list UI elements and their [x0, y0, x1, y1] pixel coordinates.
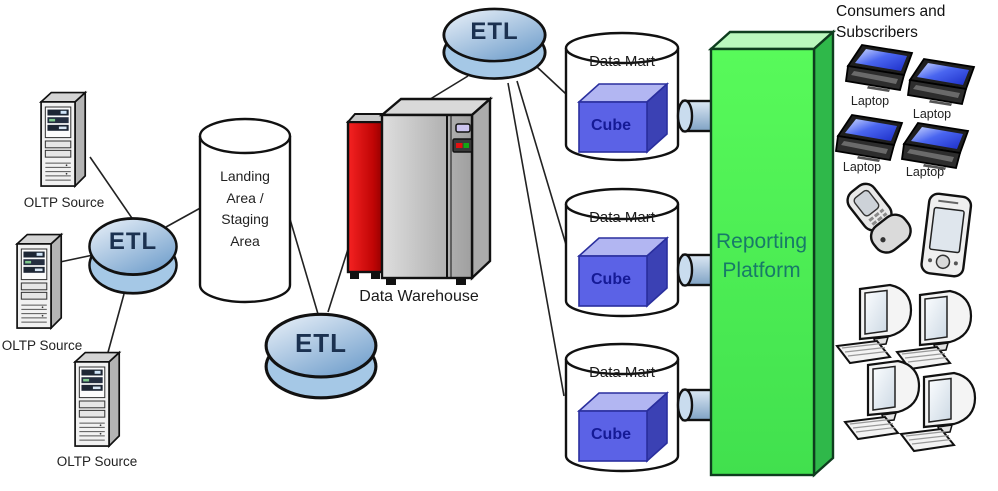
oltp-server-icon	[40, 91, 87, 187]
oltp-source-label: OLTP Source	[23, 195, 105, 210]
oltp-server-icon	[16, 233, 63, 329]
desktop-computer-icon	[899, 371, 977, 453]
flip-phone-icon	[838, 175, 918, 259]
data-mart-label: Data Mart	[589, 364, 655, 381]
laptop-label: Laptop	[850, 94, 890, 108]
etl-label: ETL	[108, 228, 158, 255]
reporting-platform-label: Reporting Platform	[715, 230, 808, 283]
data-mart-label: Data Mart	[589, 209, 655, 226]
etl-label: ETL	[470, 18, 519, 45]
consumers-title: Consumers and Subscribers	[836, 3, 946, 41]
connector-line	[106, 293, 125, 357]
cube-label: Cube	[591, 117, 631, 134]
data-mart-label: Data Mart	[589, 53, 655, 70]
pda-icon	[919, 191, 974, 279]
laptop-icon	[907, 58, 975, 107]
data-warehouse-icon	[346, 97, 492, 287]
staging-label: Landing Area / Staging Area	[220, 168, 270, 250]
connector-line	[507, 82, 565, 397]
cube-label: Cube	[591, 426, 631, 443]
oltp-server-icon	[74, 351, 121, 447]
laptop-label: Laptop	[912, 107, 952, 121]
etl-label: ETL	[294, 328, 348, 358]
connector-line	[516, 80, 568, 249]
data-warehouse-label: Data Warehouse	[359, 288, 479, 305]
laptop-label: Laptop	[905, 165, 945, 179]
laptop-label: Laptop	[842, 160, 882, 174]
cube-label: Cube	[591, 271, 631, 288]
oltp-source-label: OLTP Source	[56, 454, 138, 469]
oltp-source-label: OLTP Source	[1, 338, 83, 353]
